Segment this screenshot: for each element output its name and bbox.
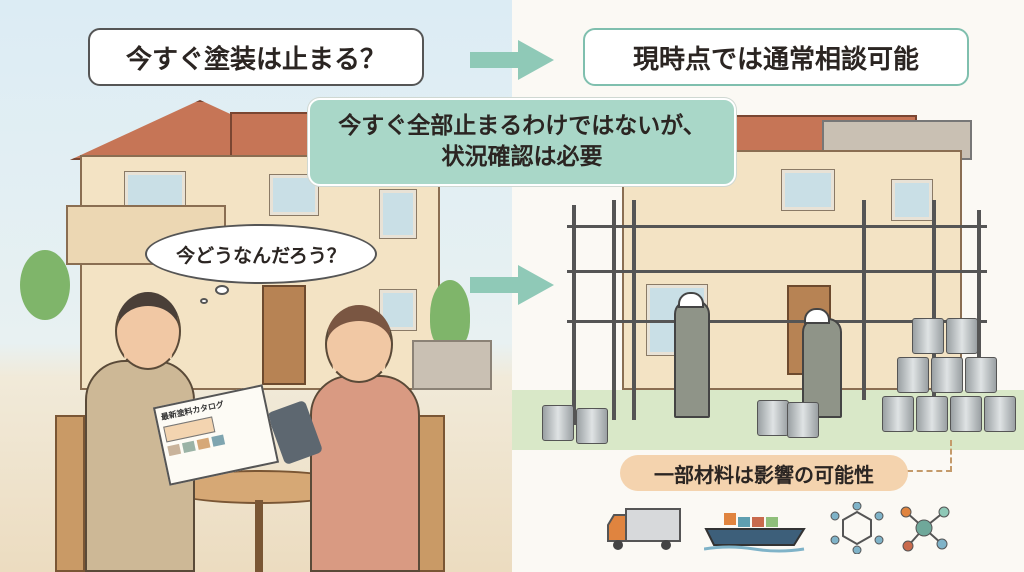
thought-bubble: 今どうなんだろう？ xyxy=(145,224,377,284)
paint-can xyxy=(882,396,914,432)
answer-box: 現時点では通常相談可能 xyxy=(583,28,969,86)
paint-can xyxy=(757,400,789,436)
door xyxy=(262,285,306,385)
cargo-ship-icon xyxy=(704,513,806,553)
question-box: 今すぐ塗装は止まる？ xyxy=(88,28,424,86)
window xyxy=(379,289,417,331)
brick-wall xyxy=(412,340,492,390)
paint-can xyxy=(950,396,982,432)
shrub xyxy=(430,280,470,350)
paint-can xyxy=(542,405,574,441)
worker-with-bucket xyxy=(802,318,842,418)
paint-can xyxy=(931,357,963,393)
painter-worker xyxy=(674,300,710,418)
chair xyxy=(55,415,85,572)
scaffold-bar xyxy=(567,270,987,273)
window xyxy=(124,171,186,211)
paint-can xyxy=(916,396,948,432)
scaffold-pole xyxy=(612,200,616,420)
molecule-icon xyxy=(830,502,884,554)
paint-can xyxy=(912,318,944,354)
hard-hat-icon xyxy=(804,308,830,324)
window xyxy=(379,189,417,239)
window xyxy=(781,169,835,211)
arrow-right-icon xyxy=(470,265,554,305)
scaffold-bar xyxy=(567,225,987,228)
arrow-right-icon xyxy=(470,40,554,80)
paint-can xyxy=(576,408,608,444)
thought-dot xyxy=(200,298,208,304)
summary-line-2: 状況確認は必要 xyxy=(441,144,603,170)
molecule-icon xyxy=(900,506,950,552)
scaffold-pole xyxy=(632,200,636,420)
scaffold-bar xyxy=(567,320,987,323)
scaffold-pole xyxy=(862,200,866,400)
truck-icon xyxy=(607,508,681,550)
thought-dot xyxy=(215,285,229,295)
scaffold-pole xyxy=(977,210,981,390)
connector-line xyxy=(907,440,952,472)
man-head xyxy=(115,292,181,370)
left-scene: 最新塗料カタログ xyxy=(0,0,512,572)
summary-line-1: 今すぐ全部止まるわけではないが、 xyxy=(338,112,706,139)
scaffold-pole xyxy=(572,205,576,425)
window xyxy=(891,179,933,221)
material-label: 一部材料は影響の可能性 xyxy=(620,455,908,491)
paint-can xyxy=(965,357,997,393)
paint-can xyxy=(946,318,978,354)
woman-head xyxy=(325,305,393,383)
table-leg xyxy=(255,500,263,572)
paint-can xyxy=(897,357,929,393)
scaffold-pole xyxy=(932,200,936,400)
paint-can xyxy=(984,396,1016,432)
hard-hat-icon xyxy=(678,292,704,308)
summary-box: 今すぐ全部止まるわけではないが、 状況確認は必要 xyxy=(308,98,736,186)
woman-figure xyxy=(310,375,420,572)
paint-can xyxy=(787,402,819,438)
tree xyxy=(20,250,70,320)
window xyxy=(269,174,319,216)
